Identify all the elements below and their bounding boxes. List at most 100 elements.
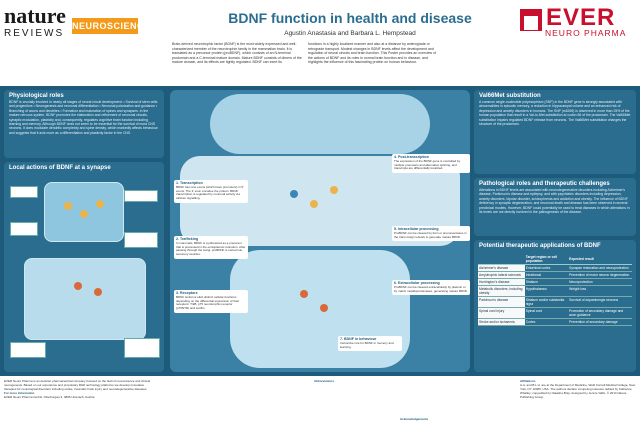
- therapeutic-panel: Potential therapeutic applications of BD…: [474, 240, 636, 372]
- receptor-icon: [74, 282, 82, 290]
- intro-left: Brain-derived neurotrophic factor (BDNF)…: [172, 42, 302, 65]
- table-cell: Prevention of secondary damage: [568, 318, 632, 326]
- sponsor-logo: EVER: [520, 6, 638, 36]
- val66met-panel: Val66Met substitution A common single-nu…: [474, 90, 636, 174]
- table-cell: Weight loss: [568, 285, 632, 297]
- note-title: 6. Extracellular processing: [394, 281, 440, 285]
- footer-company: EVER Neuro Pharma is an Austrian pharmac…: [4, 379, 154, 400]
- table-cell: Parkinson's disease: [478, 296, 525, 308]
- synapse-box: [10, 342, 46, 358]
- vesicle-icon: [330, 186, 338, 194]
- pathological-title: Pathological roles and therapeutic chall…: [479, 181, 610, 187]
- note-title: 4. Post-transcription: [394, 155, 429, 159]
- table-cell: Cortex: [524, 318, 569, 326]
- contact-title: For more information: [4, 390, 35, 395]
- authors: Agustin Anastasia and Barbara L. Hempste…: [284, 30, 416, 37]
- table-header: [478, 254, 525, 265]
- table-cell: Intrathecal: [524, 271, 569, 279]
- note-title: 7. BDNF in behaviour: [340, 337, 377, 341]
- note-text: ProBDNF can be cleaved extracellularly b…: [394, 284, 468, 293]
- table-cell: Striatum and/or substantia nigra: [524, 296, 569, 308]
- table-row: Alzheimer's disease Entorhinal cortex Sy…: [478, 264, 632, 272]
- note-text: Instructive role for BDNF in memory and …: [340, 340, 394, 349]
- note-title: 2. Trafficking: [176, 237, 199, 241]
- note-title: 3. Receptors: [176, 291, 198, 295]
- sponsor-sub: NEURO PHARMA: [545, 28, 627, 38]
- journal-badge: NEUROSCIENCE: [72, 18, 150, 34]
- brand-nature: nature: [4, 3, 66, 28]
- table-cell: Entorhinal cortex: [524, 264, 569, 272]
- vesicle-icon: [96, 200, 104, 208]
- note-trafficking: 2. Trafficking In mammals, BDNF is synth…: [174, 236, 248, 259]
- physiological-text: BDNF is crucially involved in nearly all…: [9, 100, 158, 135]
- synapse-box: [10, 186, 38, 198]
- nucleus-region: [210, 94, 430, 154]
- footer-affiliations: Affiliations A.A. and B.L.H. are at the …: [520, 379, 636, 400]
- header: nature REVIEWS NEUROSCIENCE BDNF functio…: [0, 0, 640, 86]
- abbreviations-title: Abbreviations: [314, 379, 335, 383]
- synapse-box: [124, 338, 160, 358]
- center-diagram: 1. Transcription BDNF has nine exons (wh…: [170, 90, 470, 372]
- table-cell: Huntington's disease: [478, 278, 525, 286]
- table-row: Parkinson's disease Striatum and/or subs…: [478, 296, 632, 308]
- note-text: The expression of the BDNF gene is contr…: [394, 158, 461, 171]
- table-row: Spinal cord injury Spinal cord Promotion…: [478, 307, 632, 319]
- note-transcription: 1. Transcription BDNF has nine exons (wh…: [174, 180, 248, 203]
- synapse-box: [124, 232, 158, 248]
- therapeutic-title: Potential therapeutic applications of BD…: [479, 243, 601, 249]
- receptor-icon: [320, 304, 328, 312]
- journal-brand: nature REVIEWS: [4, 3, 134, 40]
- receptor-icon: [94, 288, 102, 296]
- note-text: ProBDNF can be cleaved by furin or proco…: [394, 230, 467, 239]
- vesicle-icon: [64, 202, 72, 210]
- brand-reviews: REVIEWS: [4, 28, 65, 39]
- table-cell: Spinal cord: [524, 307, 569, 319]
- table-cell: Promotion of secondary damage and axon g…: [568, 307, 632, 319]
- note-text: BDNF has nine exons (which have promoter…: [176, 184, 244, 201]
- main-body: Physiological roles BDNF is crucially in…: [0, 86, 640, 376]
- contact-text: EVER Neuro Pharma GmbH, Oberburgau 3, 48…: [4, 394, 95, 399]
- table-header: Target region or cell population: [524, 254, 569, 265]
- table-row: Huntington's disease Striatum Neuroprote…: [478, 278, 632, 286]
- sponsor-logo-mark: [520, 9, 542, 31]
- table-cell: Synapse restoration and neuroprotection: [568, 264, 632, 272]
- table-row: Amyotrophic lateral sclerosis Intratheca…: [478, 271, 632, 279]
- note-extracellular: 6. Extracellular processing ProBDNF can …: [392, 280, 470, 296]
- val66met-title: Val66Met substitution: [479, 93, 541, 99]
- note-text: BDNF isoforms elicit distinct cellular f…: [176, 294, 240, 311]
- footer: EVER Neuro Pharma is an Austrian pharmac…: [0, 378, 640, 444]
- table-cell: Neuroprotection: [568, 278, 632, 286]
- table-cell: Metabolic disorders, including obesity: [478, 285, 525, 297]
- postsynaptic-cell: [24, 258, 146, 340]
- company-text: EVER Neuro Pharma is an Austrian pharmac…: [4, 379, 151, 391]
- note-post-transcription: 4. Post-transcription The expression of …: [392, 154, 470, 174]
- pathological-panel: Pathological roles and therapeutic chall…: [474, 178, 636, 236]
- val66met-text: A common single-nucleotide polymorphism …: [479, 100, 631, 127]
- table-cell: Spinal cord injury: [478, 307, 525, 319]
- table-header: Expected result: [568, 254, 632, 265]
- affiliations-text: A.A. and B.L.H. are at the Department of…: [520, 382, 636, 399]
- table-cell: Amyotrophic lateral sclerosis: [478, 271, 525, 279]
- table-cell: Hypothalamus: [524, 285, 569, 297]
- footer-abbreviations: Abbreviations: [314, 379, 434, 384]
- table-cell: Striatum: [524, 278, 569, 286]
- note-text: In mammals, BDNF is synthesized as a pre…: [176, 240, 246, 257]
- vesicle-icon: [80, 210, 88, 218]
- poster-title: BDNF function in health and disease: [228, 10, 472, 26]
- note-title: 5. Intracellular processing: [394, 227, 439, 231]
- note-receptors: 3. Receptors BDNF isoforms elicit distin…: [174, 290, 248, 313]
- physiological-panel: Physiological roles BDNF is crucially in…: [4, 90, 164, 158]
- golgi-icon: [290, 190, 298, 198]
- footer-acknowledgements: Acknowledgements: [400, 417, 490, 422]
- synapse-title: Local actions of BDNF at a synapse: [9, 165, 111, 171]
- table-cell: Survival of dopaminergic neurons: [568, 296, 632, 308]
- table-row: Stroke and/or ischaemia Cortex Preventio…: [478, 318, 632, 326]
- therapeutic-table: Target region or cell population Expecte…: [478, 254, 632, 326]
- note-intracellular: 5. Intracellular processing ProBDNF can …: [392, 226, 470, 242]
- table-cell: Prevention of motor neuron degeneration: [568, 271, 632, 279]
- table-row: Metabolic disorders, including obesity H…: [478, 285, 632, 297]
- intro-right: functions in a highly localized manner a…: [308, 42, 436, 65]
- note-behaviour: 7. BDNF in behaviour Instructive role fo…: [338, 336, 402, 352]
- acknowledgements-title: Acknowledgements: [400, 417, 429, 421]
